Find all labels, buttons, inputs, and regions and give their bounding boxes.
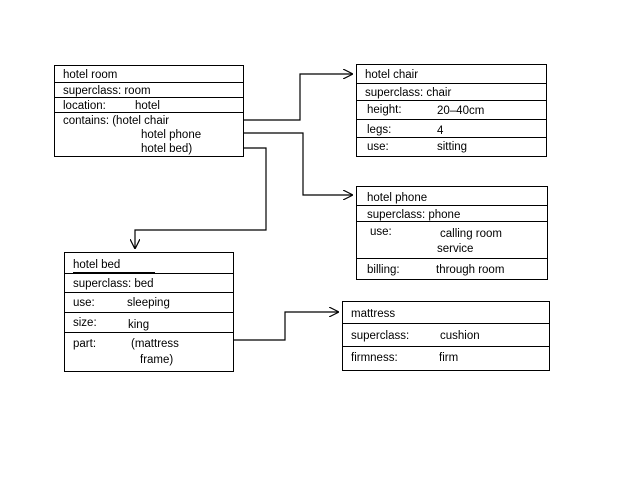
link-room-to-phone [229, 132, 352, 195]
hotel-room-frame: hotel room superclass: room location: ho… [54, 65, 244, 157]
hotel-room-location-label: location: [63, 100, 106, 112]
hotel-chair-legs-label: legs: [367, 124, 392, 136]
hotel-bed-use-label: use: [73, 297, 95, 309]
mattress-frame: mattress superclass: cushion firmness: f… [342, 301, 550, 371]
hotel-chair-use-label: use: [367, 141, 389, 153]
hotel-phone-frame: hotel phone superclass: phone use: calli… [356, 186, 548, 280]
hotel-room-contains-bed: hotel bed) [141, 143, 193, 155]
mattress-firmness-label: firmness: [351, 352, 398, 364]
mattress-superclass-value: cushion [440, 330, 480, 342]
mattress-superclass-label: superclass: [351, 330, 410, 342]
hotel-phone-billing-label: billing: [367, 264, 400, 276]
hotel-room-contains: contains: (hotel chair [63, 115, 170, 127]
hotel-bed-superclass: superclass: bed [73, 278, 154, 290]
hotel-chair-legs-value: 4 [437, 125, 444, 137]
hotel-chair-title: hotel chair [365, 69, 419, 81]
mattress-title: mattress [351, 308, 396, 320]
hotel-phone-use-value-line2: service [437, 243, 474, 255]
hotel-phone-use-value-line1: calling room [440, 228, 502, 240]
link-bed-to-mattress [212, 312, 338, 341]
hotel-bed-size-label: size: [73, 317, 97, 329]
hotel-bed-title-underline [73, 272, 155, 273]
hotel-chair-superclass: superclass: chair [365, 87, 452, 99]
hotel-bed-part-value-line2: frame) [140, 354, 174, 366]
hotel-chair-use-value: sitting [437, 141, 468, 153]
hotel-room-location-value: hotel [135, 100, 160, 112]
hotel-bed-part-label: part: [73, 338, 97, 350]
hotel-phone-billing-value: through room [436, 264, 505, 276]
hotel-bed-use-value: sleeping [127, 297, 170, 309]
hotel-chair-frame: hotel chair superclass: chair height: 20… [356, 64, 547, 157]
link-room-to-bed [135, 147, 267, 248]
mattress-firmness-value: firm [439, 352, 459, 364]
hotel-chair-height-label: height: [367, 104, 402, 116]
hotel-room-superclass: superclass: room [63, 85, 151, 97]
hotel-phone-use-label: use: [370, 226, 392, 238]
hotel-bed-title: hotel bed [73, 259, 121, 271]
hotel-phone-title: hotel phone [367, 192, 428, 204]
hotel-phone-superclass: superclass: phone [367, 209, 461, 221]
hotel-room-contains-phone: hotel phone [141, 129, 202, 141]
hotel-room-title: hotel room [63, 69, 118, 81]
link-room-to-chair [243, 74, 352, 121]
hotel-bed-frame: hotel bed superclass: bed use: sleeping … [64, 252, 234, 372]
hotel-bed-part-value-line1: (mattress [131, 338, 179, 350]
hotel-chair-height-value: 20–40cm [437, 105, 485, 117]
hotel-bed-size-value: king [128, 319, 150, 331]
